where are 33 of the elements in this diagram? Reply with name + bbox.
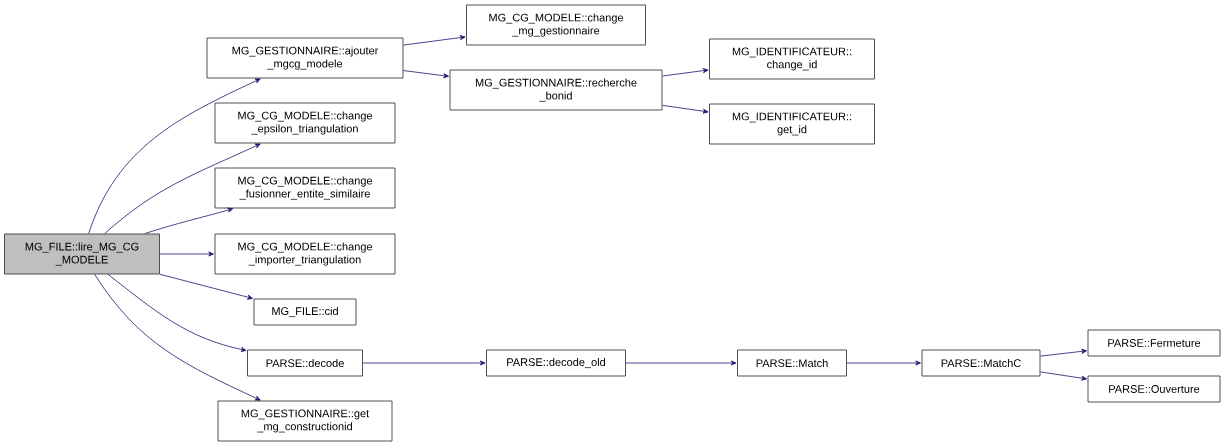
arrow (662, 104, 709, 114)
arrow (1040, 348, 1087, 357)
function-box: PARSE::decode (247, 349, 363, 377)
function-box: MG_GESTIONNAIRE::ajouter _mgcg_modele (206, 37, 404, 79)
function-box: MG_FILE::cid (253, 298, 357, 326)
arrow (159, 273, 253, 300)
function-box: MG_IDENTIFICATEUR:: change_id (709, 38, 875, 80)
function-box: MG_GESTIONNAIRE::recherche _bonid (449, 69, 663, 111)
arrow (403, 70, 449, 79)
arrow (88, 78, 261, 234)
arrow (159, 251, 214, 257)
arrow (362, 360, 486, 366)
arrow (403, 35, 466, 46)
function-box: MG_CG_MODELE::change _mg_gestionnaire (466, 4, 646, 46)
arrow (1040, 371, 1087, 381)
function-box: MG_GESTIONNAIRE::get _mg_constructionid (217, 400, 393, 442)
function-box: MG_CG_MODELE::change _fusionner_entite_similaire (214, 167, 396, 209)
function-box: PARSE::Ouverture (1087, 375, 1221, 403)
function-box: MG_IDENTIFICATEUR:: get_id (709, 103, 875, 145)
arrow (144, 207, 234, 234)
arrow (846, 360, 921, 366)
function-box: PARSE::MatchC (921, 349, 1041, 377)
function-box: PARSE::decode_old (486, 349, 626, 377)
function-box: PARSE::Fermeture (1087, 329, 1221, 357)
function-box: MG_CG_MODELE::change _importer_triangulation (214, 233, 396, 275)
function-box: MG_FILE::lire_MG_CG _MODELE (4, 233, 160, 275)
arrow (662, 68, 709, 77)
function-box: PARSE::Match (737, 349, 847, 377)
arrow (107, 274, 247, 352)
arrow (94, 274, 261, 401)
arrow (625, 360, 737, 366)
arrow (104, 143, 261, 234)
function-box: MG_CG_MODELE::change _epsilon_triangulation (214, 102, 396, 144)
